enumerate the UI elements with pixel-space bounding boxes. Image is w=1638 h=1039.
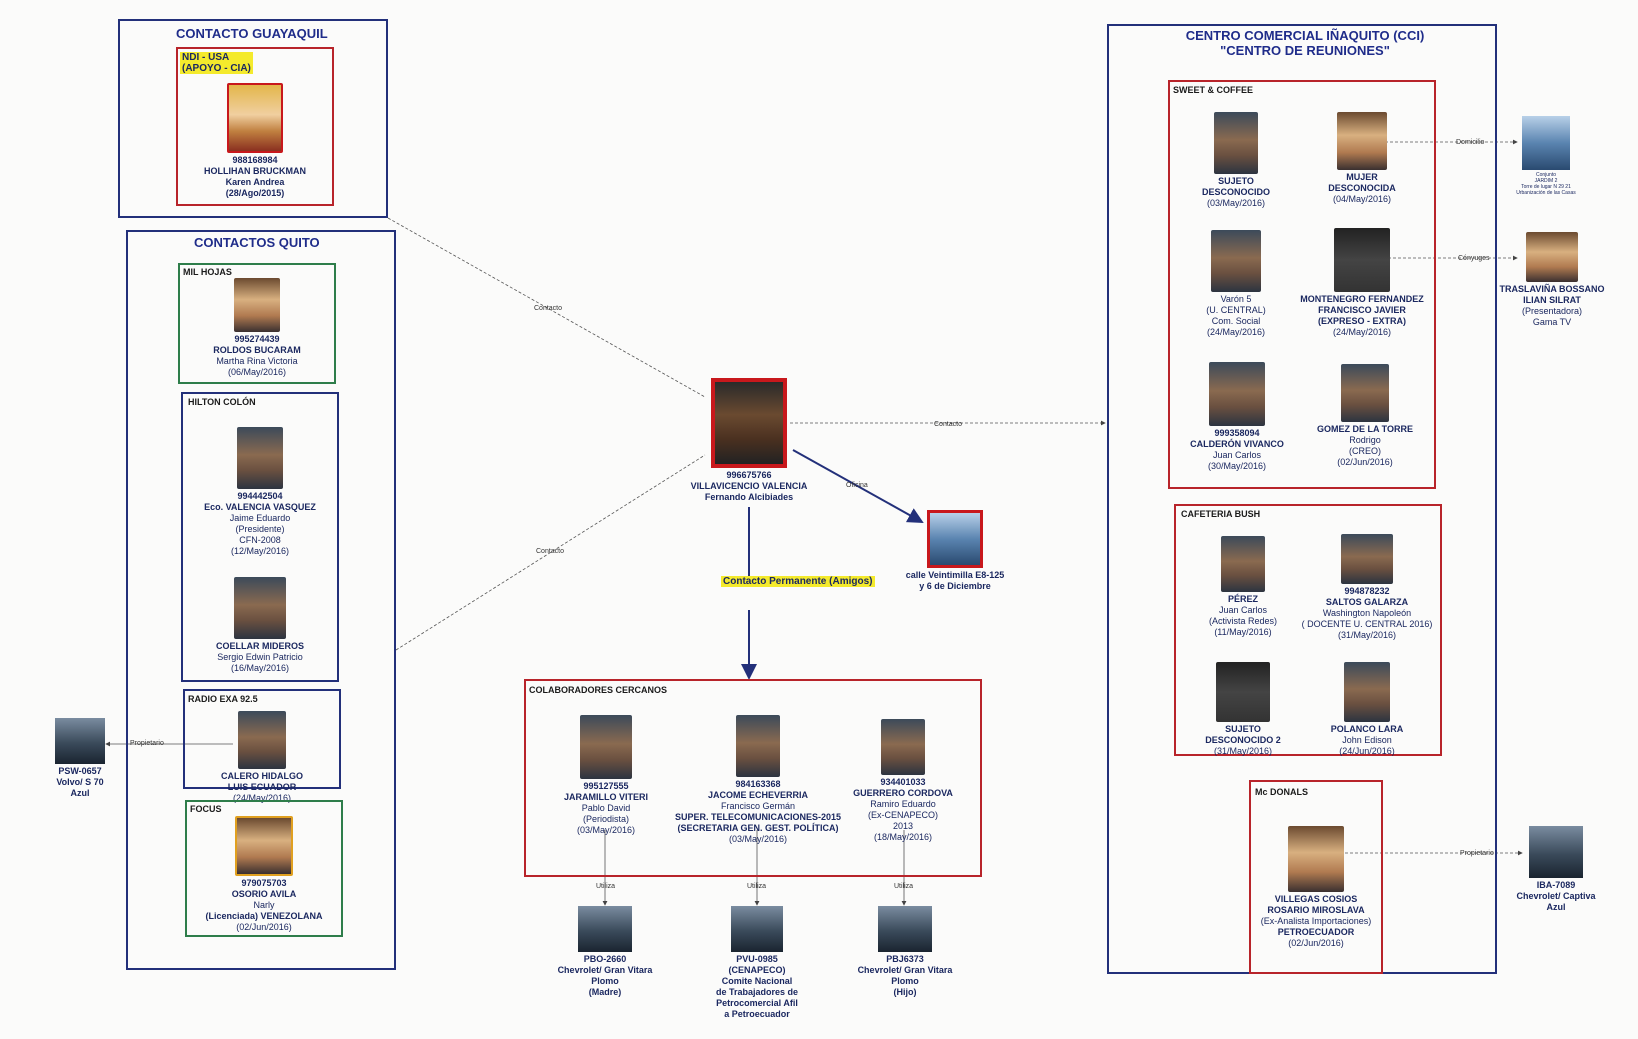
edge-label-conyuges: Cónyuges — [1458, 255, 1490, 262]
sweet-coffee-label: SWEET & COFFEE — [1173, 85, 1254, 95]
person-coellar[interactable]: COELLAR MIDEROS Sergio Edwin Patricio (1… — [183, 577, 337, 674]
car-pbo2660[interactable]: PBO-2660 Chevrolet/ Gran Vitara Plomo (M… — [550, 906, 660, 998]
photo-saltos-galarza — [1341, 534, 1393, 584]
contactos-quito-title: CONTACTOS QUITO — [194, 235, 320, 250]
edge-label-contacto-cci: Contacto — [934, 421, 963, 428]
hilton-colon-label: HILTON COLÓN — [188, 397, 256, 407]
mil-hojas-group: MIL HOJAS 995274439 ROLDOS BUCARAM Marth… — [178, 263, 336, 384]
radio-exa-group: RADIO EXA 92.5 CALERO HIDALGO LUIS ECUAD… — [183, 689, 341, 803]
person-valencia[interactable]: 994442504 Eco. VALENCIA VASQUEZ Jaime Ed… — [183, 427, 337, 557]
photo-polanco-lara — [1344, 662, 1390, 722]
photo-jaramillo — [580, 715, 632, 779]
edge-label-utiliza-2: Utiliza — [747, 883, 767, 890]
photo-calero — [238, 711, 286, 769]
cafeteria-bush-label: CAFETERIA BUSH — [1181, 509, 1261, 519]
central-person-villavicencio[interactable]: 996675766 VILLAVICENCIO VALENCIA Fernand… — [658, 378, 840, 503]
photo-varon-5 — [1211, 230, 1261, 292]
car-pbj6373[interactable]: PBJ6373 Chevrolet/ Gran Vitara Plomo (Hi… — [850, 906, 960, 998]
photo-sujeto-desconocido — [1214, 112, 1258, 174]
photo-montenegro — [1334, 228, 1390, 292]
car-psw0657[interactable]: PSW-0657 Volvo/ S 70 Azul — [42, 718, 118, 799]
contactos-quito-panel: CONTACTOS QUITO MIL HOJAS 995274439 ROLD… — [126, 230, 396, 970]
person-sujeto-desconocido-2[interactable]: SUJETO DESCONOCIDO 2 (31/May/2016) — [1178, 662, 1308, 757]
colaboradores-cercanos-panel: COLABORADORES CERCANOS 995127555 JARAMIL… — [524, 679, 982, 877]
person-jaramillo[interactable]: 995127555 JARAMILLO VITERI Pablo David (… — [536, 715, 676, 836]
office-photo — [927, 510, 983, 568]
photo-gomez-de-la-torre — [1341, 364, 1389, 422]
person-villegas-cosios[interactable]: VILLEGAS COSIOS ROSARIO MIROSLAVA (Ex-An… — [1245, 826, 1387, 949]
ndi-usa-group: NDI - USA (APOYO - CIA) 988168984 HOLLIH… — [176, 47, 334, 206]
colaboradores-label: COLABORADORES CERCANOS — [529, 685, 668, 695]
photo-mujer-desconocida — [1337, 112, 1387, 170]
edge-label-propietario-mcd: Propietario — [1460, 850, 1494, 857]
car-iba7089[interactable]: IBA-7089 Chevrolet/ Captiva Azul — [1506, 826, 1606, 913]
photo-villegas-cosios — [1288, 826, 1344, 892]
cci-panel: CENTRO COMERCIAL IÑAQUITO (CCI) "CENTRO … — [1107, 24, 1497, 974]
domicilio-building[interactable]: Conjunto JARDIM 2 Torre de lugar N 29 21… — [1506, 116, 1586, 196]
person-calderon[interactable]: 999358094 CALDERÓN VIVANCO Juan Carlos (… — [1170, 362, 1304, 472]
cci-title: CENTRO COMERCIAL IÑAQUITO (CCI) "CENTRO … — [1185, 28, 1425, 58]
domicilio-photo — [1522, 116, 1570, 170]
focus-group: FOCUS 979075703 OSORIO AVILA Narly (Lice… — [185, 800, 343, 937]
ndi-usa-tag: NDI - USA (APOYO - CIA) — [180, 52, 253, 74]
photo-osorio — [235, 816, 293, 876]
person-saltos-galarza[interactable]: 994878232 SALTOS GALARZA Washington Napo… — [1294, 534, 1440, 641]
car-image-pbo2660 — [578, 906, 632, 952]
photo-sujeto-desconocido-2 — [1216, 662, 1270, 722]
person-gomez-de-la-torre[interactable]: GOMEZ DE LA TORRE Rodrigo (CREO) (02/Jun… — [1298, 364, 1432, 468]
sweet-coffee-group: SWEET & COFFEE SUJETO DESCONOCIDO (03/Ma… — [1168, 80, 1436, 489]
car-image-iba7089 — [1529, 826, 1583, 878]
photo-coellar — [234, 577, 286, 639]
radio-exa-label: RADIO EXA 92.5 — [188, 694, 258, 704]
person-roldos[interactable]: 995274439 ROLDOS BUCARAM Martha Rina Vic… — [180, 278, 334, 378]
contacto-guayaquil-title: CONTACTO GUAYAQUIL — [176, 26, 328, 41]
photo-villavicencio — [711, 378, 787, 468]
car-pvu0985[interactable]: PVU-0985 (CENAPECO) Comite Nacional de T… — [700, 906, 814, 1020]
cafeteria-bush-group: CAFETERIA BUSH PÉREZ Juan Carlos (Activi… — [1174, 504, 1442, 756]
mc-donals-label: Mc DONALS — [1255, 787, 1309, 797]
edge-label-contacto-quito: Contacto — [536, 548, 565, 555]
edge-label-propietario-radio: Propietario — [130, 740, 164, 747]
photo-traslavina — [1526, 232, 1578, 282]
office-location[interactable]: calle Veintimilla E8-125 y 6 de Diciembr… — [880, 510, 1030, 592]
photo-guerrero — [881, 719, 925, 775]
mc-donals-group: Mc DONALS VILLEGAS COSIOS ROSARIO MIROSL… — [1249, 780, 1383, 974]
person-varon-5[interactable]: Varón 5 (U. CENTRAL) Com. Social (24/May… — [1176, 230, 1296, 338]
contacto-permanente-label: Contacto Permanente (Amigos) — [721, 576, 875, 587]
edge-label-utiliza-1: Utiliza — [596, 883, 616, 890]
edge-label-utiliza-3: Utiliza — [894, 883, 914, 890]
person-guerrero[interactable]: 934401033 GUERRERO CORDOVA Ramiro Eduard… — [838, 719, 968, 843]
car-image-psw0657 — [55, 718, 105, 764]
mil-hojas-label: MIL HOJAS — [183, 267, 232, 277]
photo-calderon — [1209, 362, 1265, 426]
car-image-pbj6373 — [878, 906, 932, 952]
focus-label: FOCUS — [190, 804, 222, 814]
edge-label-domicilio: Domicilio — [1456, 139, 1485, 146]
edge-label-contacto-guayaquil: Contacto — [534, 305, 563, 312]
photo-roldos — [234, 278, 280, 332]
person-montenegro[interactable]: MONTENEGRO FERNANDEZ FRANCISCO JAVIER (E… — [1288, 228, 1436, 338]
contacto-guayaquil-panel: CONTACTO GUAYAQUIL NDI - USA (APOYO - CI… — [118, 19, 388, 218]
person-perez[interactable]: PÉREZ Juan Carlos (Activista Redes) (11/… — [1178, 536, 1308, 638]
hilton-colon-group: HILTON COLÓN 994442504 Eco. VALENCIA VAS… — [181, 392, 339, 682]
photo-hollihan — [227, 83, 283, 153]
person-traslavina[interactable]: TRASLAVIÑA BOSSANO ILIAN SILRAT (Present… — [1496, 232, 1608, 328]
person-osorio[interactable]: 979075703 OSORIO AVILA Narly (Licenciada… — [187, 816, 341, 933]
person-hollihan[interactable]: 988168984 HOLLIHAN BRUCKMAN Karen Andrea… — [178, 83, 332, 199]
photo-jacome — [736, 715, 780, 777]
person-polanco-lara[interactable]: POLANCO LARA John Edison (24/Jun/2016) — [1302, 662, 1432, 757]
photo-valencia — [237, 427, 283, 489]
person-jacome[interactable]: 984163368 JACOME ECHEVERRIA Francisco Ge… — [668, 715, 848, 845]
edge-label-oficina: Oficina — [846, 482, 868, 489]
person-mujer-desconocida[interactable]: MUJER DESCONOCIDA (04/May/2016) — [1302, 112, 1422, 205]
photo-perez — [1221, 536, 1265, 592]
car-image-pvu0985 — [731, 906, 783, 952]
person-calero[interactable]: CALERO HIDALGO LUIS ECUADOR (24/May/2016… — [185, 711, 339, 804]
person-sujeto-desconocido[interactable]: SUJETO DESCONOCIDO (03/May/2016) — [1176, 112, 1296, 209]
